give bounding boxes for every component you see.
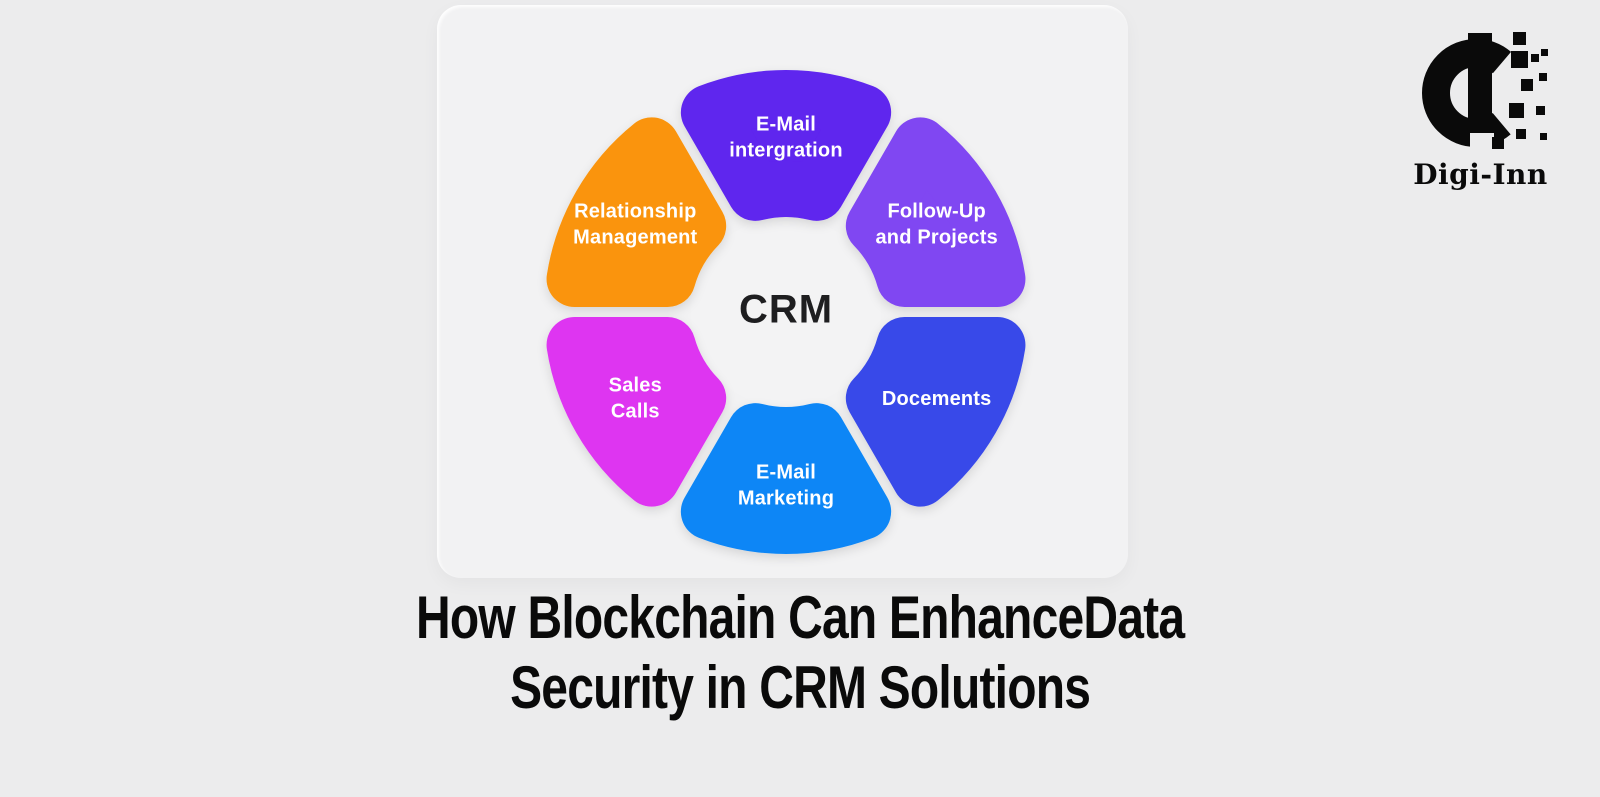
title-line-1: How Blockchain Can EnhanceData xyxy=(415,584,1185,651)
crm-center-label: CRM xyxy=(738,287,834,332)
digi-inn-monogram-icon xyxy=(1422,32,1548,155)
segment-documents xyxy=(845,317,1026,507)
segment-follow-up-projects xyxy=(845,117,1026,307)
brand-logo: Digi-Inn xyxy=(1390,25,1570,200)
segment-email-marketing xyxy=(680,403,892,554)
title-line-2: Security in CRM Solutions xyxy=(509,654,1091,721)
page-title: How Blockchain Can EnhanceData Security … xyxy=(0,583,1600,723)
brand-name: Digi-Inn xyxy=(1413,158,1548,191)
segment-sales-calls xyxy=(546,317,727,507)
segment-relationship-management xyxy=(546,117,727,307)
segment-email-integration xyxy=(680,70,892,221)
crm-donut-diagram xyxy=(546,70,1026,554)
center-circle xyxy=(691,217,881,407)
